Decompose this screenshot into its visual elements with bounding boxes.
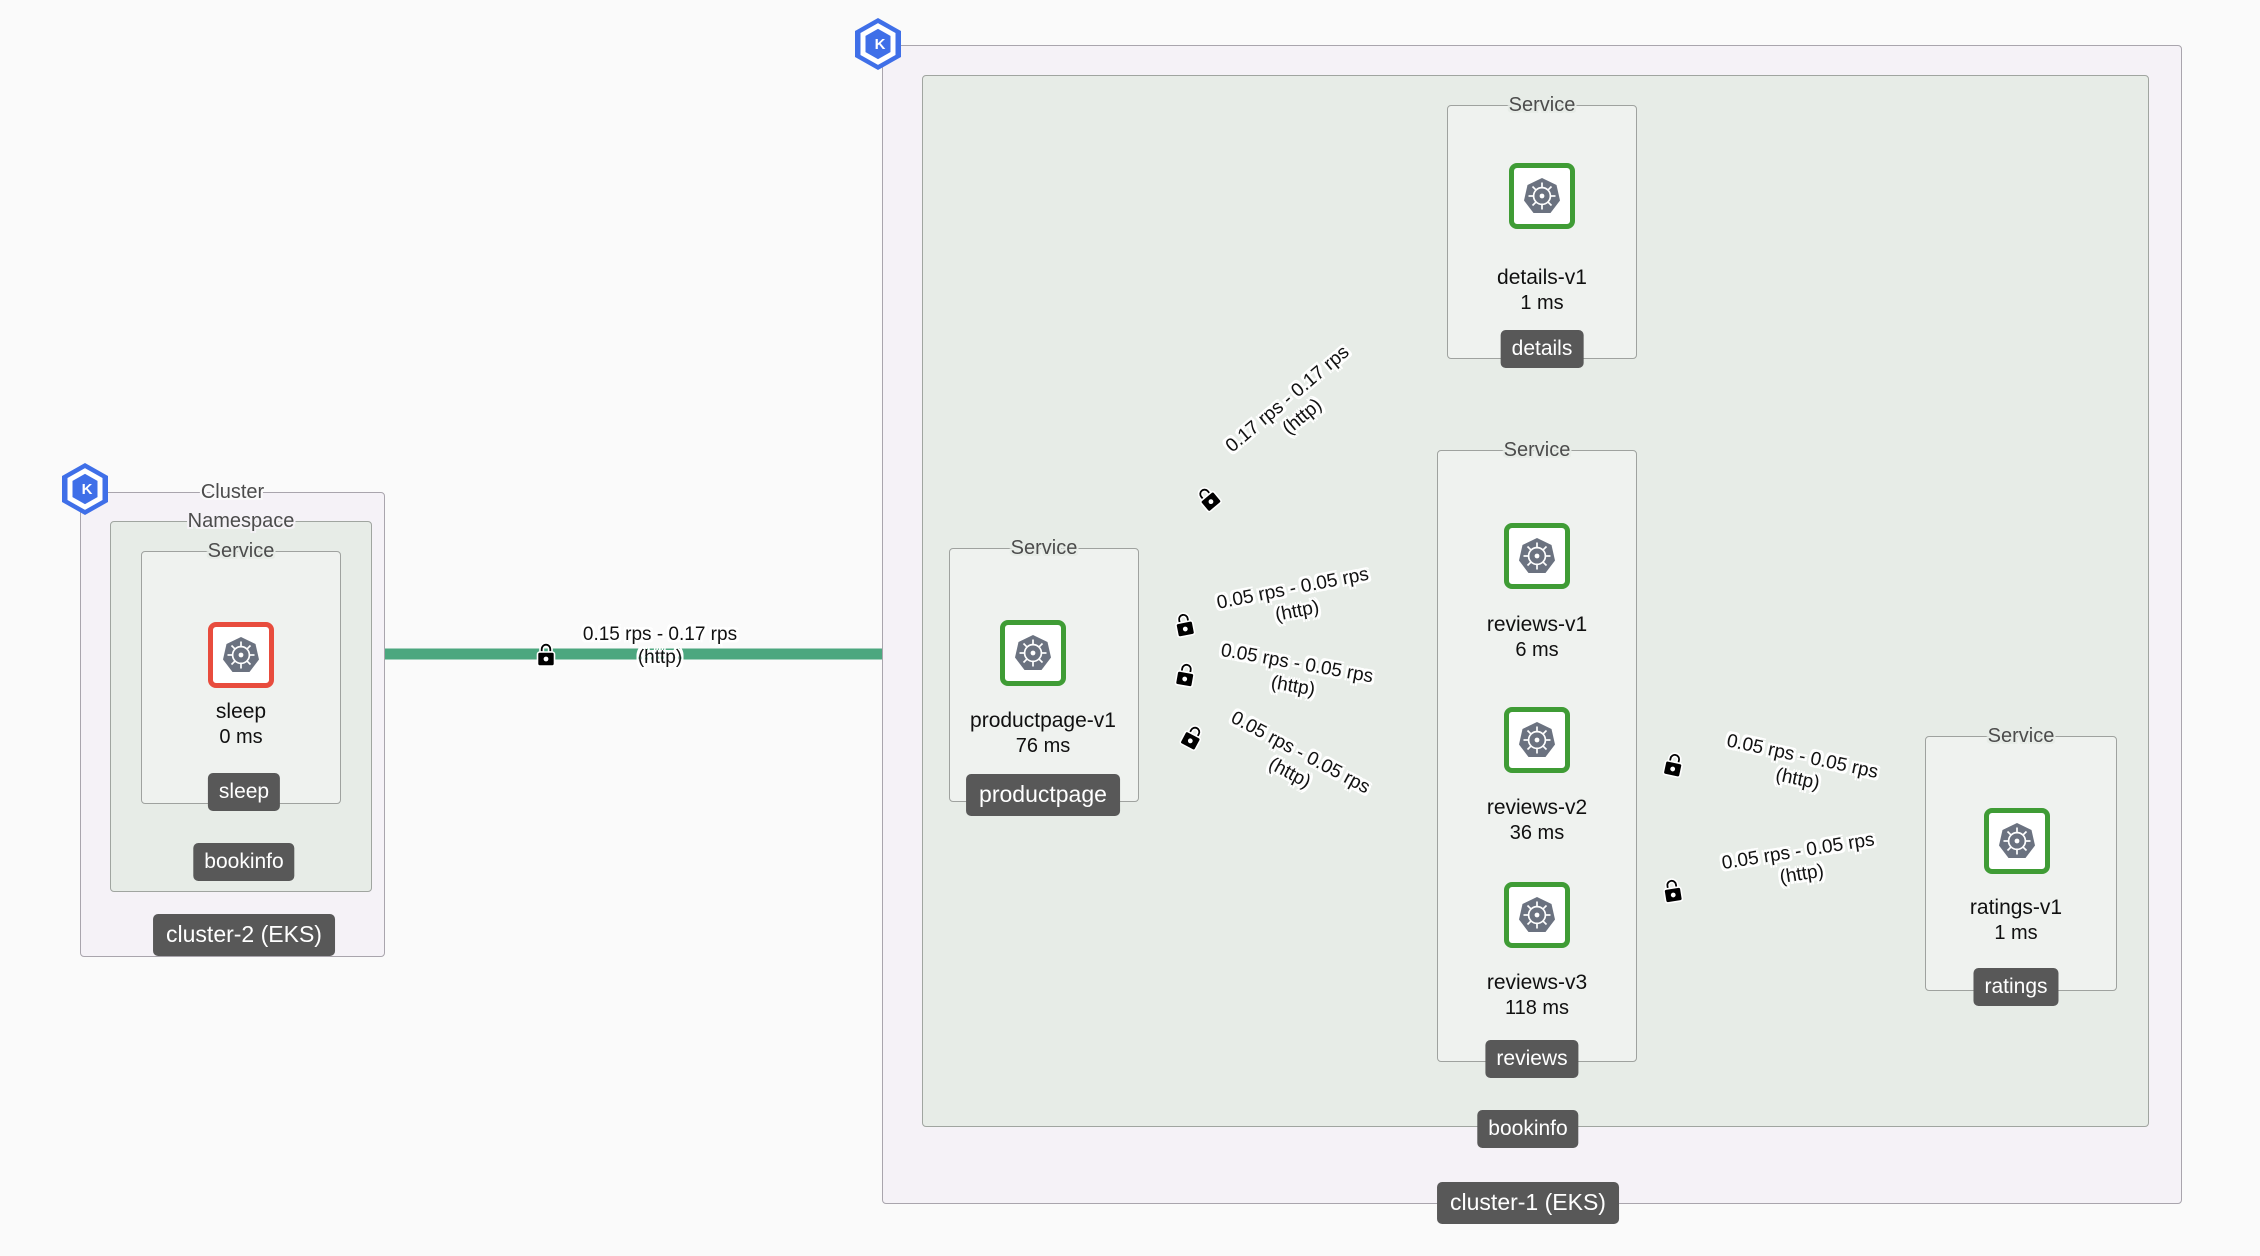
edge-rate: 0.15 rps - 0.17 rps <box>582 624 738 645</box>
namespace-badge-bookinfo-c1[interactable]: bookinfo <box>1477 1110 1579 1148</box>
service-box-details[interactable]: Service <box>1447 94 1637 359</box>
svg-text:K: K <box>875 36 886 53</box>
service-caption: Service <box>1010 537 1078 559</box>
lock-icon-reviews-v2-to-ratings <box>1656 747 1691 787</box>
workload-name: productpage-v1 <box>970 709 1116 732</box>
workload-response-time: 1 ms <box>1994 922 2038 944</box>
workload-node-sleep[interactable] <box>208 622 274 688</box>
kubernetes-helm-wheel-icon <box>1519 722 1555 757</box>
workload-label-reviews-v3: reviews-v3 118 ms <box>1487 970 1587 1021</box>
workload-label-details-v1: details-v1 1 ms <box>1497 265 1587 316</box>
cluster-badge-cluster-1[interactable]: cluster-1 (EKS) <box>1437 1182 1619 1224</box>
kubernetes-helm-wheel-icon <box>1519 538 1555 573</box>
workload-node-reviews-v3[interactable] <box>1504 882 1570 948</box>
service-badge-ratings[interactable]: ratings <box>1973 968 2059 1006</box>
kubernetes-helm-wheel-icon <box>1999 823 2035 858</box>
service-badge-sleep[interactable]: sleep <box>207 773 281 811</box>
workload-name: reviews-v2 <box>1486 796 1588 819</box>
kubernetes-helm-wheel-icon <box>1015 635 1051 670</box>
edge-label-sleep-to-productpage[interactable]: 0.15 rps - 0.17 rps (http) <box>555 623 765 669</box>
workload-label-productpage-v1: productpage-v1 76 ms <box>970 708 1116 759</box>
service-badge-productpage[interactable]: productpage <box>966 774 1120 816</box>
workload-response-time: 118 ms <box>1504 997 1570 1019</box>
kubernetes-helm-wheel-icon <box>223 637 259 672</box>
workload-name: reviews-v1 <box>1486 613 1588 636</box>
kubernetes-helm-wheel-icon <box>1519 897 1555 932</box>
lock-icon-productpage-to-reviews-v1 <box>1168 608 1202 648</box>
lock-icon-sleep-to-productpage <box>532 640 560 675</box>
workload-name: details-v1 <box>1497 266 1587 289</box>
workload-response-time: 6 ms <box>1515 639 1559 661</box>
workload-response-time: 0 ms <box>219 726 263 748</box>
workload-label-sleep: sleep 0 ms <box>216 699 266 750</box>
workload-response-time: 36 ms <box>1509 822 1565 844</box>
lock-icon-productpage-to-details <box>1188 478 1232 523</box>
workload-label-reviews-v1: reviews-v1 6 ms <box>1487 612 1587 663</box>
namespace-badge-bookinfo-c2[interactable]: bookinfo <box>193 843 295 881</box>
workload-label-ratings-v1: ratings-v1 1 ms <box>1970 895 2062 946</box>
kubernetes-cluster-badge-icon-cluster-1: K <box>855 18 901 70</box>
service-caption: Service <box>1508 94 1576 116</box>
service-badge-reviews[interactable]: reviews <box>1485 1040 1579 1078</box>
workload-node-details-v1[interactable] <box>1509 163 1575 229</box>
lock-icon-productpage-to-reviews-v2 <box>1168 658 1202 697</box>
service-badge-details[interactable]: details <box>1500 330 1584 368</box>
workload-name: ratings-v1 <box>1969 896 2063 919</box>
kubernetes-helm-wheel-icon <box>1524 178 1560 213</box>
edge-protocol: (http) <box>637 647 683 668</box>
workload-node-ratings-v1[interactable] <box>1984 808 2050 874</box>
service-caption: Service <box>1503 439 1571 461</box>
workload-node-reviews-v2[interactable] <box>1504 707 1570 773</box>
lock-icon-reviews-v3-to-ratings <box>1656 874 1689 913</box>
service-box-sleep[interactable]: Service <box>141 540 341 804</box>
workload-node-reviews-v1[interactable] <box>1504 523 1570 589</box>
workload-node-productpage-v1[interactable] <box>1000 620 1066 686</box>
workload-name: reviews-v3 <box>1486 971 1588 994</box>
workload-response-time: 76 ms <box>1015 735 1071 757</box>
workload-name: sleep <box>215 700 267 723</box>
service-caption: Service <box>1987 725 2055 747</box>
namespace-caption: Namespace <box>187 510 295 532</box>
lock-icon-productpage-to-reviews-v3 <box>1170 717 1211 761</box>
kubernetes-cluster-badge-icon-cluster-2: K <box>62 463 108 515</box>
workload-label-reviews-v2: reviews-v2 36 ms <box>1487 795 1587 846</box>
service-caption: Service <box>207 540 275 562</box>
cluster-caption: Cluster <box>200 481 265 503</box>
svg-text:K: K <box>82 481 93 498</box>
workload-response-time: 1 ms <box>1520 292 1564 314</box>
cluster-badge-cluster-2[interactable]: cluster-2 (EKS) <box>153 914 335 956</box>
